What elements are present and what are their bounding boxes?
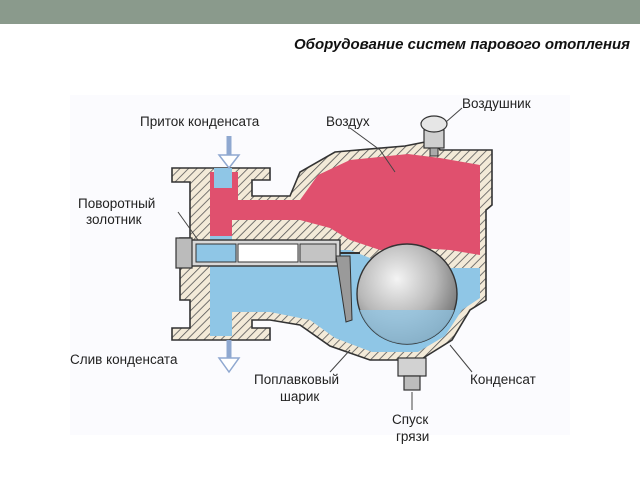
label-dirt-line1: Спуск [392,412,428,427]
slide-header-bar [0,0,640,24]
leader-lines [177,107,473,410]
inflow-channel [214,168,232,188]
label-condensate: Конденсат [470,372,536,387]
air-region [210,154,480,255]
label-inflow: Приток конденсата [140,114,260,129]
air-vent [420,115,448,157]
drain-arrow [217,340,241,374]
label-air: Воздух [326,114,370,129]
float-ball [356,243,458,345]
dirt-drain-plug [397,357,427,391]
label-drain: Слив конденсата [70,352,178,367]
inflow-arrow [217,136,241,170]
label-valve-line2: золотник [86,212,142,227]
label-dirt-line2: грязи [396,429,429,444]
rotary-valve [175,237,360,269]
label-float-line1: Поплавковый [254,372,339,387]
label-valve-line1: Поворотный [78,196,155,211]
label-vent: Воздушник [462,96,531,111]
label-float-line2: шарик [280,389,319,404]
float-lever [335,255,353,323]
slide-title: Оборудование систем парового отопления [294,36,630,53]
